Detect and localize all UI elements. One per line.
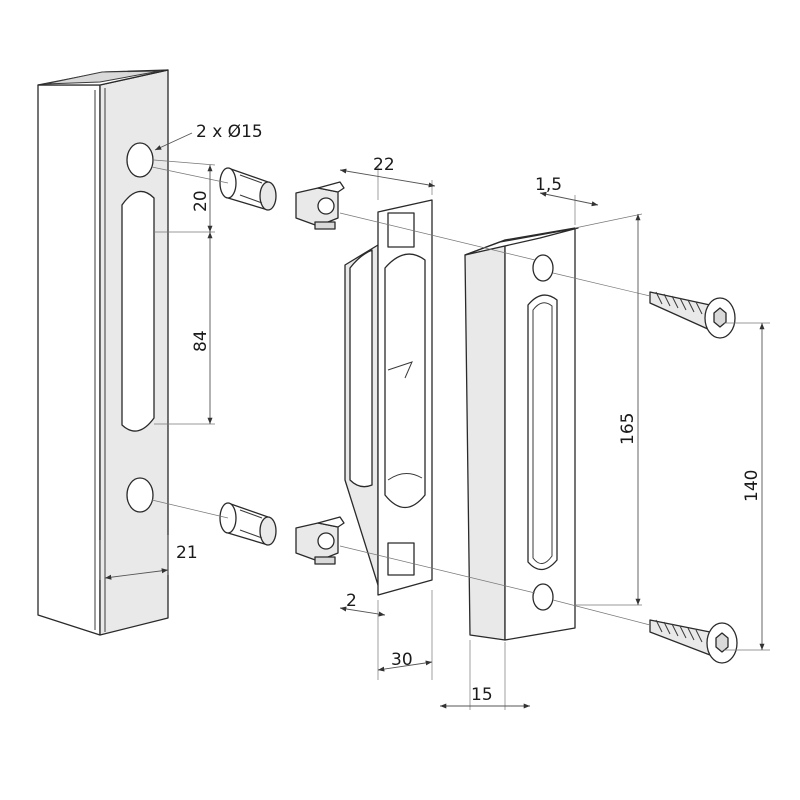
plate-hole-bottom xyxy=(532,583,554,611)
dimension-15-label: 15 xyxy=(471,685,493,705)
dimension-lines xyxy=(104,132,765,709)
post-hole-top xyxy=(126,142,154,178)
dimension-84-label: 84 xyxy=(191,330,211,352)
screw-bottom xyxy=(649,619,738,664)
bushing-top xyxy=(219,167,345,230)
post-slot xyxy=(121,190,155,432)
dimension-1-5-label: 1,5 xyxy=(535,175,562,195)
projection-lines xyxy=(99,159,770,710)
dimension-22-label: 22 xyxy=(373,155,395,175)
dimension-30-label: 30 xyxy=(391,650,413,670)
plate-hole-top xyxy=(532,254,554,282)
dimension-2-label: 2 xyxy=(346,591,357,611)
dimension-21-label: 21 xyxy=(176,543,198,563)
square-tube-post xyxy=(37,69,169,636)
dimension-20-label: 20 xyxy=(191,190,211,212)
plate-slot xyxy=(527,294,558,571)
dimension-holes-label: 2 x Ø15 xyxy=(196,122,263,142)
bushing-bottom xyxy=(219,502,345,565)
dimension-140-label: 140 xyxy=(742,470,762,502)
keeper xyxy=(344,199,433,596)
dimension-165-label: 165 xyxy=(618,413,638,445)
strike-plate xyxy=(464,227,579,641)
screw-top xyxy=(649,291,736,339)
post-hole-bottom xyxy=(126,477,154,513)
